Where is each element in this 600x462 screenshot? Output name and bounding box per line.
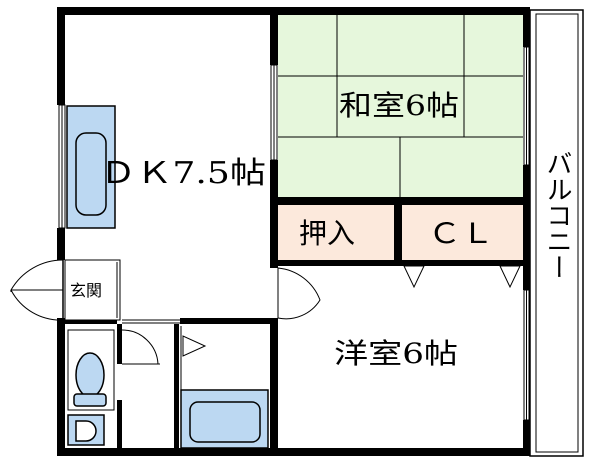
room-label-washitsu: 和室6帖 (339, 89, 459, 122)
closet-doors (402, 262, 523, 289)
washbasin-icon (67, 414, 105, 446)
youshitsu-door (277, 267, 321, 320)
room-label-closet: ＣＬ (428, 217, 494, 250)
room-label-genkan: 玄関 (70, 281, 102, 300)
balcony-area (529, 9, 584, 457)
kitchen-counter (66, 105, 116, 229)
genkan-area (64, 259, 121, 321)
closet-storage (402, 205, 523, 260)
sliding-door-dk-washitsu (270, 64, 278, 161)
oshiire-door-track (280, 198, 392, 203)
washroom-door-track (122, 319, 230, 324)
balcony-door-upper (523, 46, 530, 166)
room-label-balcony: バルコニー (542, 150, 572, 280)
toilet-door (121, 329, 160, 365)
room-label-youshitsu: 洋室6帖 (334, 337, 458, 370)
bath-door (180, 326, 207, 390)
walls (57, 7, 530, 456)
washitsu-room (278, 15, 523, 197)
balcony-door-lower (523, 289, 530, 421)
entrance-door (10, 259, 64, 321)
room-label-dk: ＤＫ7.5帖 (100, 156, 266, 191)
oshiire-storage (278, 205, 394, 260)
window-left (58, 104, 66, 229)
toilet-icon (67, 329, 115, 411)
room-label-oshiire: 押入 (299, 217, 355, 250)
bathtub-icon (180, 389, 269, 449)
